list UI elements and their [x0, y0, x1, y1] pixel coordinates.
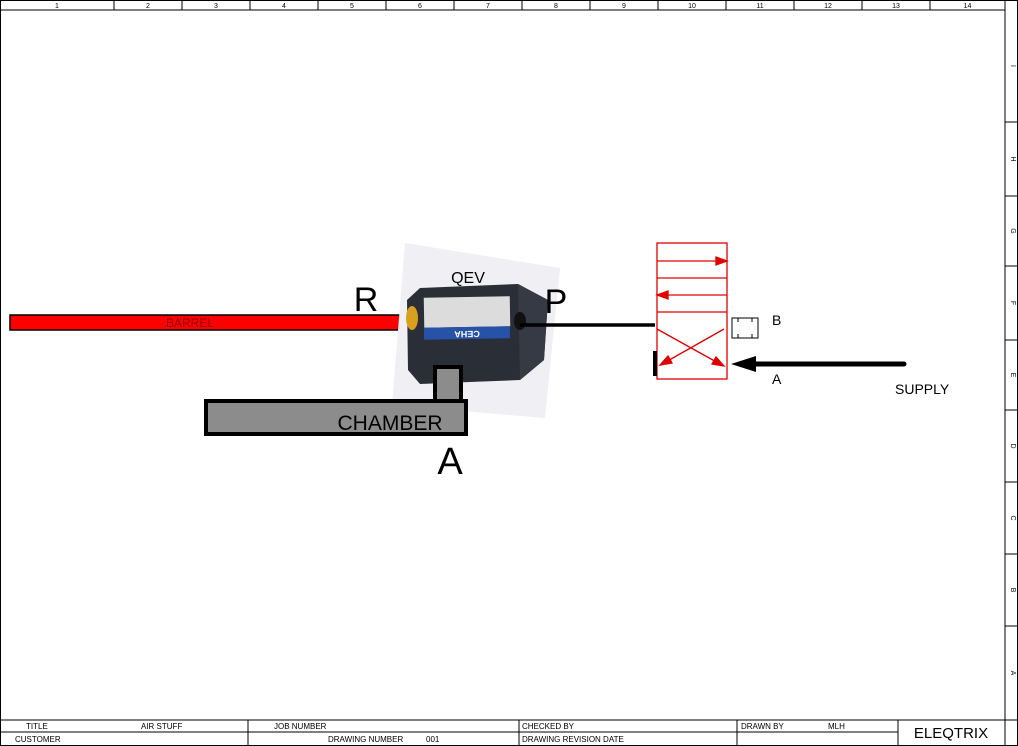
chamber-port: [433, 365, 463, 405]
qev-brand: CEHA: [454, 329, 480, 339]
drawn-by-value: MLH: [828, 722, 845, 731]
supply-label: SUPPLY: [895, 381, 950, 397]
drawing-number-label: DRAWING NUMBER: [328, 735, 403, 744]
column-label: 1: [55, 3, 59, 10]
row-label: G: [1009, 228, 1016, 233]
row-label: A: [1009, 671, 1016, 676]
supply-arrow-icon: [731, 356, 756, 372]
barrel-label: BARREL: [166, 316, 214, 330]
column-label: 14: [964, 3, 972, 10]
column-label: 11: [756, 3, 763, 10]
column-label: 6: [418, 3, 422, 10]
chamber-label: CHAMBER: [337, 412, 442, 435]
qev-label: QEV: [451, 270, 485, 287]
column-label: 2: [146, 3, 150, 10]
drawing-number-value: 001: [426, 735, 440, 744]
company-name: ELEQTRIX: [914, 725, 988, 742]
column-label: 7: [486, 3, 490, 10]
row-label: C: [1009, 515, 1016, 520]
port-a-label: A: [437, 441, 463, 483]
row-label: H: [1009, 156, 1016, 161]
title-label: TITLE: [26, 722, 48, 731]
row-label: I: [1009, 65, 1016, 67]
row-label: B: [1009, 588, 1016, 593]
directional-valve[interactable]: [655, 242, 729, 380]
title-value: AIR STUFF: [141, 722, 182, 731]
valve-port-b-label: B: [772, 312, 781, 328]
row-label: D: [1009, 443, 1016, 448]
column-label: 13: [892, 3, 900, 10]
chamber[interactable]: [204, 399, 468, 436]
column-label: 9: [622, 3, 626, 10]
column-label: 4: [282, 3, 286, 10]
row-ruler: I H G F E D C B A: [1005, 65, 1018, 676]
port-r-label: R: [354, 281, 379, 319]
column-label: 8: [554, 3, 558, 10]
column-label: 5: [350, 3, 354, 10]
title-block: [0, 719, 1018, 746]
job-number-label: JOB NUMBER: [274, 722, 327, 731]
customer-label: CUSTOMER: [15, 735, 61, 744]
valve-b-port-symbol: [731, 317, 759, 339]
row-label: F: [1009, 301, 1016, 305]
row-label: E: [1009, 373, 1016, 378]
column-label: 3: [214, 3, 218, 10]
port-p-label: P: [545, 283, 568, 321]
column-label: 10: [688, 3, 696, 10]
column-label: 12: [824, 3, 832, 10]
valve-port-a-label: A: [772, 371, 782, 387]
drawing-revision-date-label: DRAWING REVISION DATE: [522, 735, 624, 744]
drawn-by-label: DRAWN BY: [741, 722, 784, 731]
checked-by-label: CHECKED BY: [522, 722, 575, 731]
